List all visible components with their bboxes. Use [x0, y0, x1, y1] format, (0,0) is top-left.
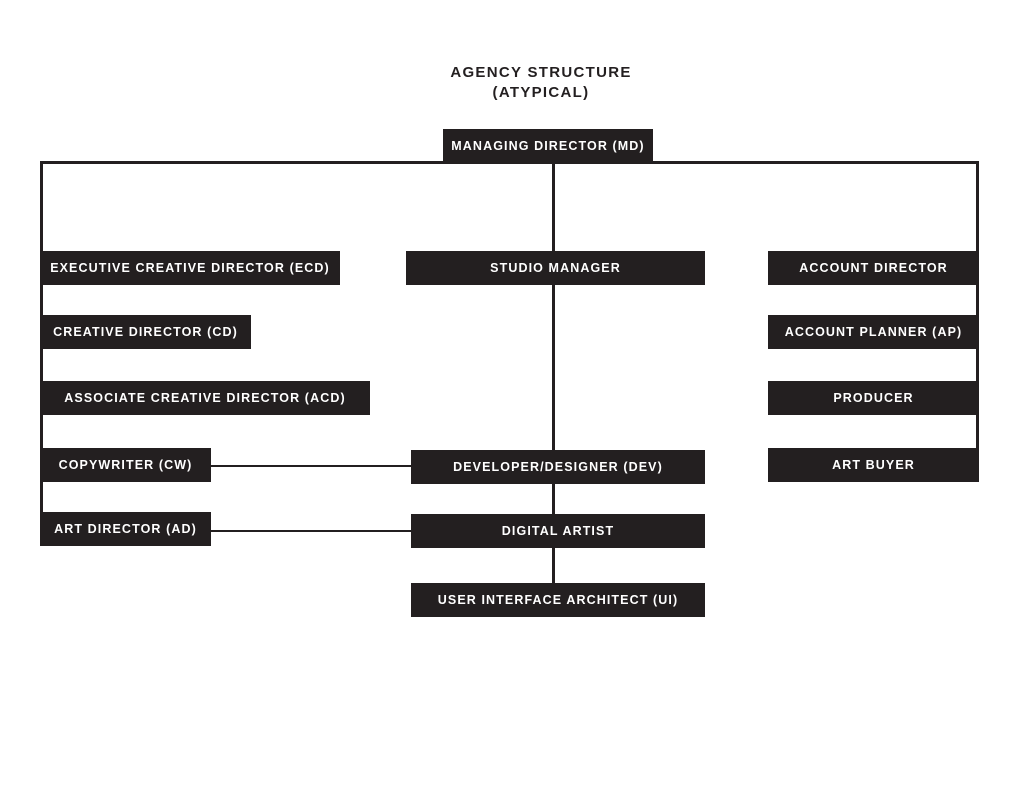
left-vertical-connector — [40, 161, 43, 545]
node-producer: PRODUCER — [768, 381, 979, 415]
diagram-title-line-1: AGENCY STRUCTURE — [450, 64, 632, 81]
diagram-title-line-2: (ATYPICAL) — [492, 84, 590, 101]
center-vertical-connector — [552, 161, 555, 585]
node-user-interface-architect: USER INTERFACE ARCHITECT (UI) — [411, 583, 705, 617]
node-developer-designer: DEVELOPER/DESIGNER (DEV) — [411, 450, 705, 484]
node-art-director: ART DIRECTOR (AD) — [40, 512, 211, 546]
node-creative-director: CREATIVE DIRECTOR (CD) — [40, 315, 251, 349]
node-account-planner: ACCOUNT PLANNER (AP) — [768, 315, 979, 349]
node-account-director: ACCOUNT DIRECTOR — [768, 251, 979, 285]
node-managing-director: MANAGING DIRECTOR (MD) — [443, 129, 653, 163]
node-art-buyer: ART BUYER — [768, 448, 979, 482]
node-executive-creative-director: EXECUTIVE CREATIVE DIRECTOR (ECD) — [40, 251, 340, 285]
copywriter-developer-connector — [210, 465, 412, 467]
node-associate-creative-director: ASSOCIATE CREATIVE DIRECTOR (ACD) — [40, 381, 370, 415]
node-studio-manager: STUDIO MANAGER — [406, 251, 705, 285]
node-digital-artist: DIGITAL ARTIST — [411, 514, 705, 548]
node-copywriter: COPYWRITER (CW) — [40, 448, 211, 482]
artdirector-digitalartist-connector — [210, 530, 412, 532]
